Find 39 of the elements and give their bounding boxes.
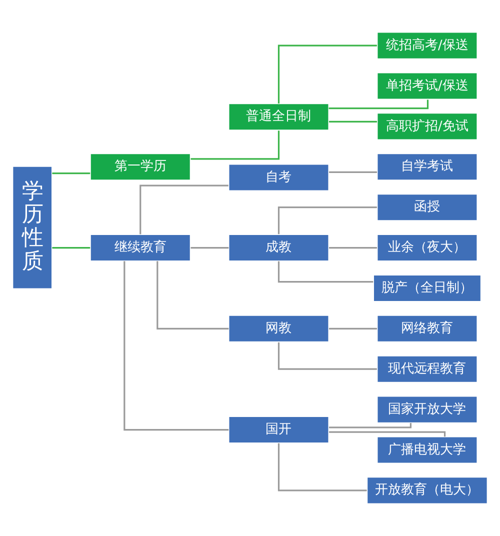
node-box: 单招考试/保送 [376, 72, 478, 100]
node-box: 网络教育 [376, 314, 478, 342]
node-box: 自学考试 [376, 153, 478, 181]
node-box: 网教 [228, 314, 330, 342]
connector [329, 246, 377, 249]
connector [278, 44, 377, 104]
connector [52, 246, 90, 249]
connector [329, 120, 377, 122]
node-box: 自考 [228, 164, 330, 192]
node-box: 广播电视大学 [376, 436, 478, 464]
connector [190, 246, 229, 249]
connector [278, 342, 377, 370]
connector [156, 261, 229, 330]
connector [140, 184, 228, 234]
node-box: 业余（夜大） [376, 234, 478, 262]
connector [329, 422, 412, 428]
node-box: 脱产（全日制） [372, 274, 482, 302]
node-box: 学历性质 [12, 166, 53, 290]
node-box: 统招高考/保送 [376, 32, 478, 60]
connector [278, 443, 367, 492]
connector [329, 171, 377, 174]
node-box: 开放教育（电大） [366, 476, 488, 504]
node-box: 第一学历 [90, 153, 191, 181]
node-box: 现代远程教育 [376, 355, 478, 383]
connector [124, 261, 229, 431]
connector [329, 328, 377, 330]
node-box: 高职扩招/免试 [376, 112, 478, 140]
node-box: 继续教育 [90, 234, 191, 262]
connector [328, 100, 429, 110]
connector [52, 172, 90, 174]
connector [190, 130, 280, 160]
node-box: 成教 [228, 234, 330, 262]
node-box: 函授 [376, 194, 478, 222]
connector [278, 206, 377, 234]
node-box: 普通全日制 [228, 103, 330, 131]
connector [329, 431, 446, 437]
node-box: 国家开放大学 [376, 396, 478, 424]
connector [278, 261, 374, 283]
node-box: 国开 [228, 416, 330, 444]
